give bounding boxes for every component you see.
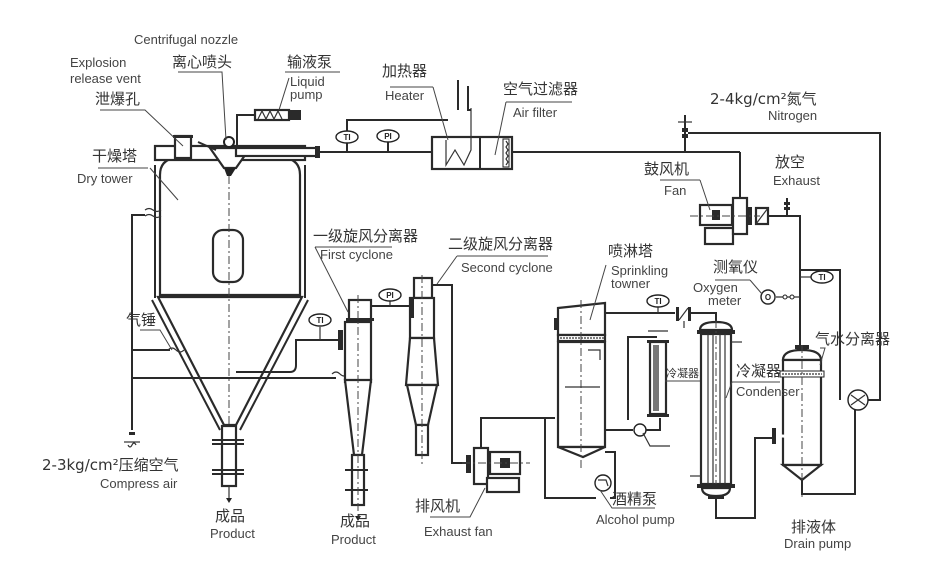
label-oxygen-meter-cn: 测氧仪	[713, 258, 758, 276]
condenser	[690, 320, 742, 500]
svg-text:TI: TI	[343, 133, 350, 142]
label-heater-cn: 加热器	[382, 62, 427, 80]
svg-text:PI: PI	[386, 291, 394, 300]
dry-tower	[151, 134, 309, 503]
dry-tower-discharge	[220, 424, 238, 488]
label-drain-pump-en: Drain pump	[784, 536, 851, 551]
ti-inlet: TI	[335, 130, 359, 144]
second-cyclone	[404, 275, 440, 465]
nitrogen-valve	[678, 115, 692, 152]
alcohol-pump	[594, 474, 612, 492]
label-alcohol-pump-cn: 酒精泵	[612, 490, 657, 508]
label-oxygen-meter-en2: meter	[708, 293, 742, 308]
label-liquid-pump-cn: 输液泵	[287, 53, 332, 71]
ti-sprinkling: TI	[646, 294, 670, 308]
exhaust-fan	[462, 446, 530, 494]
sight-glass	[211, 228, 245, 284]
gas-water-separator	[772, 345, 825, 500]
label-product-1-cn: 成品	[215, 507, 245, 525]
label-second-cyclone-en: Second cyclone	[461, 260, 553, 275]
label-sprinkling-tower-en1: Sprinkling	[611, 263, 668, 278]
compressed-air-line	[124, 207, 349, 448]
ti-exhaust: TI	[810, 270, 834, 284]
label-centrifugal-nozzle-en: Centrifugal nozzle	[134, 32, 238, 47]
fan-blower	[690, 152, 770, 246]
label-sprinkling-tower-cn: 喷淋塔	[608, 242, 653, 260]
label-heater-en: Heater	[385, 88, 425, 103]
label-liquid-pump-en2: pump	[290, 87, 323, 102]
label-exhaust-fan-en: Exhaust fan	[424, 524, 493, 539]
label-first-cyclone-cn: 一级旋风分离器	[313, 227, 418, 245]
first-cyclone	[343, 295, 374, 521]
label-exhaust-fan-cn: 排风机	[415, 497, 460, 515]
label-first-cyclone-en: First cyclone	[320, 247, 393, 262]
label-condenser-en: Condenser	[736, 384, 800, 399]
label-condenser-cn: 冷凝器	[736, 362, 781, 380]
label-air-filter-en: Air filter	[513, 105, 558, 120]
hot-air-inlet-duct	[234, 146, 320, 158]
explosion-vent	[173, 134, 193, 160]
label-fan-en: Fan	[664, 183, 686, 198]
label-air-filter-cn: 空气过滤器	[503, 80, 578, 98]
svg-text:TI: TI	[818, 273, 825, 282]
svg-text:O: O	[765, 293, 771, 302]
label-compress-air-en: Compress air	[100, 476, 178, 491]
label-exhaust-en: Exhaust	[773, 173, 820, 188]
label-explosion-vent-en1: Explosion	[70, 55, 126, 70]
label-nitrogen-en: Nitrogen	[768, 108, 817, 123]
label-drain-pump-cn: 排液体	[791, 518, 836, 536]
ti-cyclone: TI	[308, 313, 332, 327]
oxygen-meter: O	[760, 289, 800, 305]
label-liquid-pump-en1: Liquid	[290, 74, 325, 89]
exhaust-vent-valve	[784, 198, 790, 216]
label-compress-air-cn: 2-3kg/cm²压缩空气	[42, 456, 179, 474]
svg-text:PI: PI	[384, 132, 392, 141]
control-valve	[676, 307, 691, 328]
label-product-2-en: Product	[331, 532, 376, 547]
label-explosion-vent-cn: 泄爆孔	[95, 90, 140, 108]
label-air-hammer-cn: 气锤	[126, 311, 156, 329]
pi-cyclone: PI	[378, 288, 402, 302]
label-small-condenser-cn: 冷凝器	[666, 366, 699, 380]
label-exhaust-cn: 放空	[775, 153, 805, 171]
label-gas-water-separator-cn: 气水分离器	[815, 330, 890, 348]
label-dry-tower-en: Dry tower	[77, 171, 133, 186]
label-product-2-cn: 成品	[340, 512, 370, 530]
label-dry-tower-cn: 干燥塔	[92, 147, 137, 165]
small-condenser	[647, 330, 669, 417]
label-oxygen-meter-en1: Oxygen	[693, 280, 738, 295]
label-fan-cn: 鼓风机	[644, 160, 689, 178]
svg-text:TI: TI	[654, 297, 661, 306]
pi-inlet: PI	[376, 129, 400, 143]
label-second-cyclone-cn: 二级旋风分离器	[448, 235, 553, 253]
vacuum-pump	[847, 389, 869, 411]
heater-filter-housing	[430, 80, 514, 171]
svg-text:TI: TI	[316, 316, 323, 325]
label-centrifugal-nozzle-cn: 离心喷头	[172, 53, 232, 71]
sprinkling-tower	[554, 300, 607, 470]
label-sprinkling-tower-en2: towner	[611, 276, 651, 291]
label-explosion-vent-en2: release vent	[70, 71, 141, 86]
label-product-1-en: Product	[210, 526, 255, 541]
liquid-pump	[236, 108, 301, 148]
label-nitrogen-cn: 2-4kg/cm²氮气	[710, 90, 817, 108]
label-alcohol-pump-en: Alcohol pump	[596, 512, 675, 527]
